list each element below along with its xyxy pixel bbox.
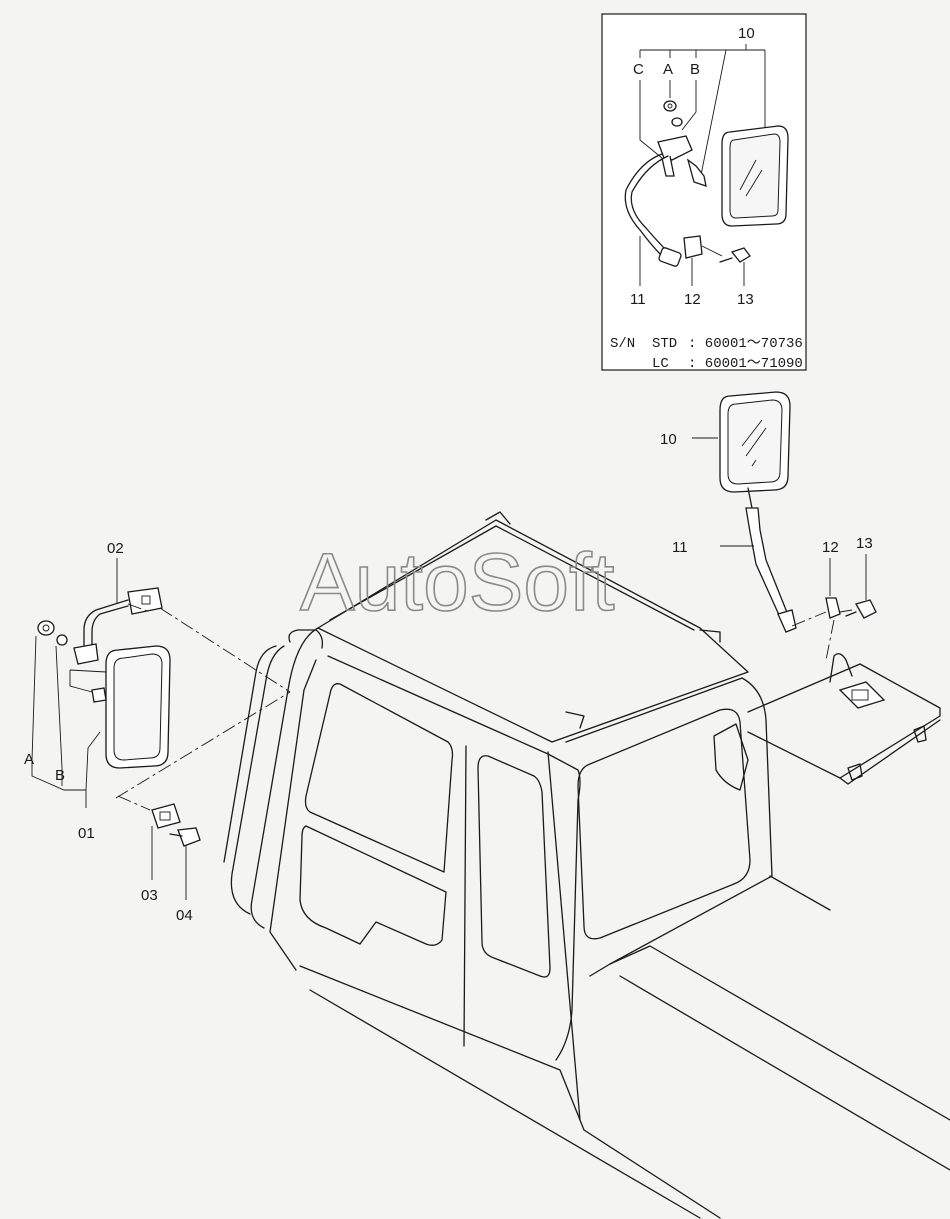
serial-lc-label: LC bbox=[652, 356, 669, 372]
inset-label-c: C bbox=[633, 61, 644, 78]
right-clamp-icon bbox=[825, 597, 841, 619]
left-mirror-assembly: 02 A B 01 03 04 bbox=[24, 540, 291, 924]
right-label-11: 11 bbox=[672, 539, 688, 556]
left-bolt-icon bbox=[91, 687, 107, 703]
right-bolt-icon bbox=[845, 599, 877, 619]
inset-clamp-bolt-icon bbox=[719, 247, 751, 263]
left-stay-icon bbox=[73, 587, 163, 665]
serial-std-range: : 60001～70736 bbox=[688, 336, 803, 352]
serial-prefix: S/N bbox=[610, 336, 635, 352]
left-label-a: A bbox=[24, 751, 34, 768]
left-label-01: 01 bbox=[78, 825, 95, 842]
cab-drawing bbox=[223, 511, 950, 1219]
inset-label-12: 12 bbox=[684, 291, 701, 308]
right-label-10: 10 bbox=[660, 431, 677, 448]
inset-bolt-icon bbox=[686, 158, 707, 187]
left-nut-icon bbox=[37, 620, 55, 636]
inset-washer-icon bbox=[671, 117, 683, 127]
left-label-04: 04 bbox=[176, 907, 193, 924]
right-label-13: 13 bbox=[856, 535, 873, 552]
inset-nut-icon bbox=[663, 100, 677, 112]
plate-clip-icon bbox=[838, 681, 886, 709]
right-mirror-assembly: 10 11 12 13 bbox=[660, 391, 877, 661]
left-mirror-icon bbox=[105, 645, 171, 769]
inset-panel: 10 C A B bbox=[601, 13, 807, 372]
inset-label-a: A bbox=[663, 61, 673, 78]
inset-label-11: 11 bbox=[630, 291, 646, 308]
inset-bracket-icon bbox=[657, 135, 693, 177]
inset-mirror-icon bbox=[721, 125, 789, 227]
inset-clamp-icon bbox=[683, 235, 703, 259]
serial-lc-range: : 60001～71090 bbox=[688, 356, 803, 372]
serial-std-label: STD bbox=[652, 336, 677, 352]
right-label-12: 12 bbox=[822, 539, 839, 556]
left-clamp-bolt-icon bbox=[169, 827, 201, 847]
right-stay-icon bbox=[745, 507, 797, 633]
inset-stay-icon bbox=[624, 153, 682, 267]
right-mirror-icon bbox=[719, 391, 791, 493]
left-washer-icon bbox=[56, 634, 68, 646]
inset-label-10: 10 bbox=[738, 25, 755, 42]
left-label-b: B bbox=[55, 767, 65, 784]
inset-label-13: 13 bbox=[737, 291, 754, 308]
watermark: AutoSoft bbox=[300, 537, 615, 628]
left-label-03: 03 bbox=[141, 887, 158, 904]
inset-label-b: B bbox=[690, 61, 700, 78]
left-label-02: 02 bbox=[107, 540, 124, 557]
left-clamp-icon bbox=[151, 803, 181, 829]
